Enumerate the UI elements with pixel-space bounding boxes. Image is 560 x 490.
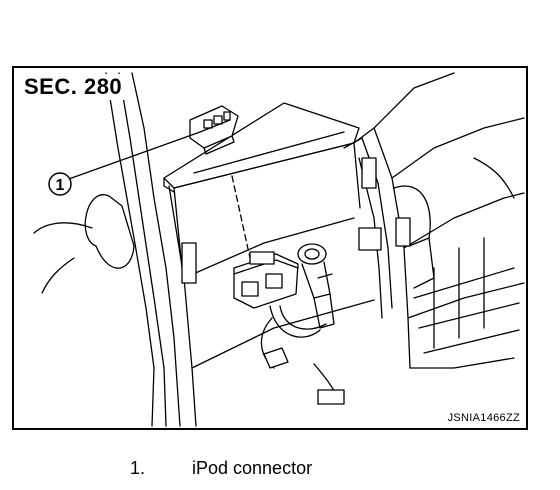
console-body <box>168 127 411 427</box>
callout-number: 1 <box>56 177 65 194</box>
right-seat <box>373 72 525 369</box>
callout-leader <box>65 131 201 181</box>
legend-row: 1. iPod connector <box>0 458 560 480</box>
left-seat <box>33 72 181 427</box>
figure-frame: 1 SEC. 280 JSNIA1466ZZ <box>12 66 528 430</box>
install-guide-line <box>231 175 251 259</box>
legend-text: iPod connector <box>192 458 313 478</box>
side-latches <box>181 157 411 284</box>
connector-mount <box>233 251 299 309</box>
legend-number: 1. <box>130 458 146 478</box>
callout-circle <box>48 172 72 196</box>
image-code: JSNIA1466ZZ <box>447 412 520 424</box>
console-illustration: 1 <box>33 72 525 427</box>
console-lid <box>163 102 360 193</box>
aux-jack <box>297 243 335 329</box>
section-label: SEC. 280 <box>22 74 125 100</box>
ipod-connector <box>189 105 239 155</box>
wire-harness <box>260 305 345 405</box>
